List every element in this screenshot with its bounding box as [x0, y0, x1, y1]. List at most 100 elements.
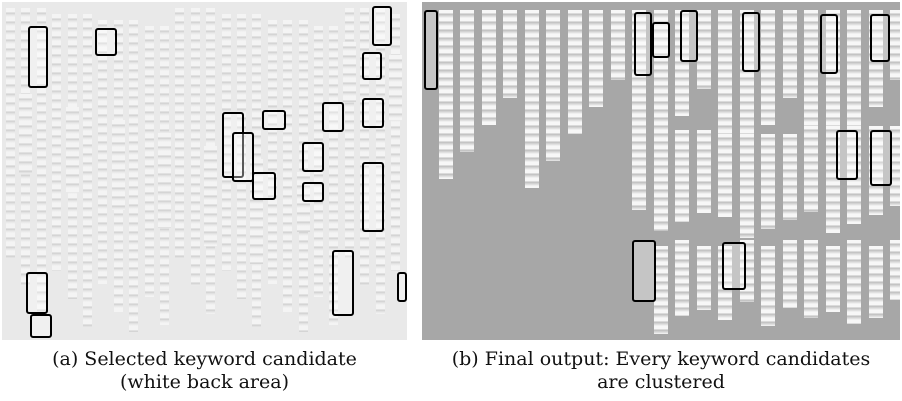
keyword-strip — [567, 10, 582, 134]
keyword-candidate-box — [26, 272, 48, 314]
keyword-strip — [890, 240, 900, 300]
selected-area — [389, 55, 402, 120]
keyword-strip — [481, 10, 496, 125]
keyword-candidate-box — [322, 102, 344, 132]
selected-area — [204, 146, 218, 246]
text-column — [52, 14, 62, 271]
text-column — [83, 14, 92, 327]
keyword-candidate-box — [397, 272, 407, 302]
keyword-candidate-box — [262, 110, 286, 130]
keyword-candidate-box — [820, 14, 838, 74]
keyword-strip — [782, 240, 797, 308]
keyword-strip — [761, 246, 775, 326]
keyword-strip — [868, 126, 883, 215]
selected-area — [65, 107, 79, 192]
keyword-candidate-box — [362, 98, 384, 128]
caption-a-label: (a) — [52, 348, 79, 370]
keyword-strip — [610, 10, 625, 80]
selected-area — [111, 120, 125, 210]
keyword-strip — [825, 246, 840, 312]
keyword-candidate-box — [870, 130, 892, 186]
selected-area — [19, 94, 33, 174]
keyword-strip — [804, 240, 818, 318]
text-column — [175, 8, 185, 258]
caption-a-text1: Selected keyword candidate — [84, 348, 357, 370]
keyword-strip — [718, 246, 732, 320]
panel-b-clustered-output — [422, 2, 900, 340]
keyword-candidate-box — [30, 314, 52, 338]
keyword-candidate-box — [362, 162, 384, 232]
selected-area — [342, 42, 356, 102]
keyword-strip — [890, 10, 900, 80]
keyword-strip — [653, 246, 668, 334]
text-column — [314, 26, 323, 297]
keyword-candidate-box — [680, 10, 698, 62]
keyword-strip — [782, 10, 797, 98]
caption-a-line2: (white back area) — [120, 371, 289, 393]
keyword-candidate-box — [652, 22, 670, 58]
keyword-candidate-box — [362, 52, 382, 80]
keyword-strip — [632, 130, 646, 210]
keyword-candidate-box — [836, 130, 858, 180]
keyword-strip — [460, 10, 474, 152]
keyword-strip — [696, 10, 711, 89]
text-column — [221, 14, 231, 271]
keyword-strip — [890, 126, 900, 206]
text-column — [267, 20, 277, 284]
text-column — [190, 8, 200, 286]
keyword-strip — [653, 10, 668, 143]
caption-b-line1: (b) Final output: Every keyword candidat… — [422, 348, 900, 371]
text-column — [391, 14, 400, 271]
keyword-candidate-box — [424, 10, 438, 90]
keyword-strip — [868, 10, 883, 107]
panel-a-document-image — [2, 2, 407, 340]
text-column — [98, 20, 108, 284]
keyword-strip — [675, 130, 689, 222]
keyword-candidate-box — [28, 26, 48, 88]
keyword-strip — [653, 130, 668, 231]
keyword-strip — [868, 246, 883, 318]
caption-a-line1: (a) Selected keyword candidate — [2, 348, 407, 371]
keyword-candidate-box — [870, 14, 890, 62]
keyword-strip — [438, 10, 453, 179]
keyword-candidate-box — [332, 250, 354, 316]
text-column — [375, 8, 385, 314]
caption-b-label: (b) — [451, 348, 479, 370]
keyword-strip — [761, 10, 775, 125]
caption-b: (b) Final output: Every keyword candidat… — [422, 348, 900, 394]
caption-b-line2: are clustered — [597, 371, 725, 393]
keyword-strip — [761, 134, 775, 229]
keyword-strip — [782, 134, 797, 220]
text-column — [344, 8, 354, 258]
keyword-strip — [804, 126, 818, 212]
text-column — [36, 8, 46, 314]
text-column — [144, 26, 154, 297]
text-column — [129, 20, 139, 332]
text-column — [283, 20, 293, 312]
caption-b-text1: Final output: Every keyword candidates — [484, 348, 871, 370]
keyword-strip — [589, 10, 603, 107]
text-column — [360, 8, 370, 286]
keyword-candidate-box — [95, 28, 117, 56]
caption-a: (a) Selected keyword candidate (white ba… — [2, 348, 407, 394]
selected-area — [158, 133, 171, 228]
keyword-strip — [675, 240, 689, 316]
keyword-candidate-box — [634, 12, 652, 76]
text-column — [329, 26, 339, 325]
selected-area — [296, 172, 310, 232]
keyword-candidate-box — [372, 6, 392, 46]
keyword-strip — [696, 130, 711, 213]
keyword-strip — [847, 10, 861, 134]
keyword-candidate-box — [252, 172, 276, 200]
keyword-candidate-box — [722, 242, 746, 290]
text-column — [237, 14, 246, 299]
keyword-strip — [847, 240, 861, 324]
keyword-candidate-box — [742, 12, 760, 72]
keyword-strip — [696, 246, 711, 310]
keyword-strip — [739, 134, 754, 238]
keyword-candidate-box — [632, 240, 656, 302]
keyword-strip — [675, 10, 689, 116]
text-column — [6, 8, 15, 258]
keyword-strip — [524, 10, 539, 188]
keyword-strip — [718, 134, 732, 217]
